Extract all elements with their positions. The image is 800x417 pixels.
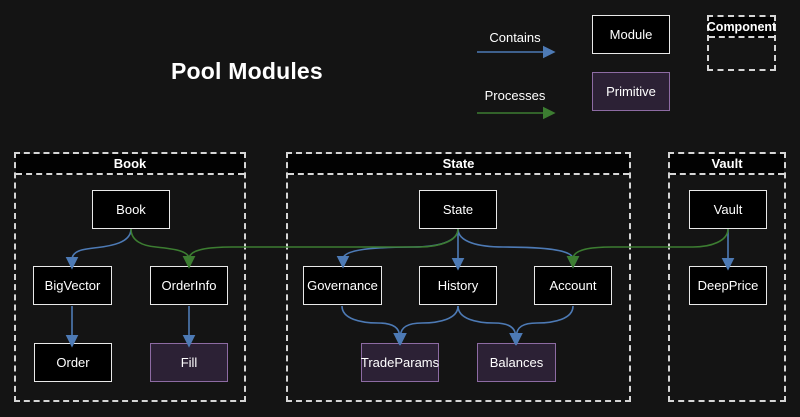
page-title: Pool Modules — [171, 58, 323, 84]
container-book-header: Book — [16, 154, 244, 175]
legend-contains-label: Contains — [489, 30, 541, 45]
node-orderinfo: OrderInfo — [150, 266, 228, 305]
container-book: Book — [14, 152, 246, 402]
node-state: State — [419, 190, 497, 229]
legend-component-label: Component — [707, 17, 776, 38]
container-vault-header: Vault — [670, 154, 784, 175]
legend-primitive-label: Primitive — [606, 84, 656, 99]
legend-component-body — [709, 38, 774, 69]
legend-primitive-sample: Primitive — [592, 72, 670, 111]
node-account: Account — [534, 266, 612, 305]
legend-arrows — [477, 45, 556, 120]
node-tradeparams: TradeParams — [361, 343, 439, 382]
legend-module-sample: Module — [592, 15, 670, 54]
legend-component-sample: Component — [707, 15, 776, 71]
node-vault: Vault — [689, 190, 767, 229]
node-history: History — [419, 266, 497, 305]
legend-processes-label: Processes — [484, 88, 546, 103]
legend-module-label: Module — [609, 27, 653, 42]
node-deepprice: DeepPrice — [689, 266, 767, 305]
node-fill: Fill — [150, 343, 228, 382]
node-book: Book — [92, 190, 170, 229]
node-order: Order — [34, 343, 112, 382]
container-state-header: State — [288, 154, 629, 175]
node-bigvector: BigVector — [33, 266, 112, 305]
container-vault: Vault — [668, 152, 786, 402]
node-governance: Governance — [303, 266, 382, 305]
node-balances: Balances — [477, 343, 556, 382]
container-state: State — [286, 152, 631, 402]
